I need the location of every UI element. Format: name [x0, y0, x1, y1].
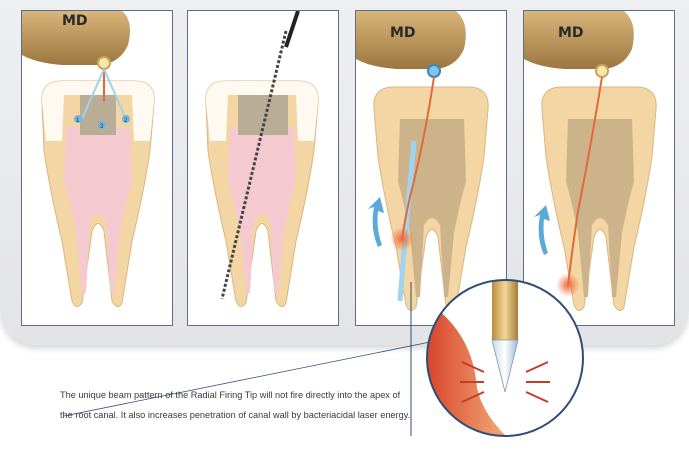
- panel-file-instrumentation: [187, 10, 339, 326]
- canal-highlight: [397, 140, 417, 302]
- marker-2: [122, 115, 130, 123]
- radial-beams: [460, 361, 550, 403]
- access-cavity: [80, 95, 116, 135]
- marker-2-label: 2: [124, 118, 128, 124]
- laser-fiber: [401, 76, 435, 240]
- logo-text: MD: [62, 13, 88, 29]
- treated-chamber: [398, 119, 466, 297]
- panel-access-opening: MD 1 3 2: [21, 10, 173, 326]
- caption: The unique beam pattern of the Radial Fi…: [60, 385, 420, 425]
- marker-3-label: 3: [100, 124, 104, 130]
- file-handle: [284, 11, 300, 48]
- handpiece: [524, 11, 634, 69]
- handpiece: [356, 11, 466, 69]
- handpiece: [22, 11, 130, 65]
- magnifier-frame: [426, 279, 584, 437]
- treated-chamber: [566, 119, 634, 297]
- enamel: [205, 81, 319, 141]
- marker-3: [98, 121, 106, 129]
- leader-to-caption: [63, 339, 441, 417]
- laser-glow: [390, 227, 414, 251]
- beam-right: [103, 68, 127, 120]
- pulp-chamber: [64, 127, 132, 293]
- enamel: [41, 81, 155, 141]
- laser-glow: [556, 273, 580, 297]
- fiber-body: [492, 280, 518, 340]
- magnifier: [427, 280, 583, 436]
- withdraw-arrow: [534, 205, 550, 255]
- radial-tip-cone: [491, 339, 519, 393]
- withdraw-arrow: [368, 197, 384, 247]
- beam-left: [81, 68, 105, 120]
- panel-laser-withdrawal: MD: [355, 10, 507, 326]
- logo-text: MD: [390, 25, 416, 41]
- laser-fiber: [567, 76, 603, 286]
- marker-1-label: 1: [76, 118, 80, 124]
- logo-text: MD: [558, 25, 584, 41]
- panel-laser-apex: MD: [523, 10, 675, 326]
- caption-line-1: The unique beam pattern of the Radial Fi…: [60, 390, 401, 400]
- pulp-chamber: [228, 127, 296, 293]
- caption-line-2: the root canal. It also increases penetr…: [60, 410, 411, 420]
- canal-wall: [427, 300, 510, 436]
- marker-1: [74, 115, 82, 123]
- endodontic-file: [220, 30, 288, 300]
